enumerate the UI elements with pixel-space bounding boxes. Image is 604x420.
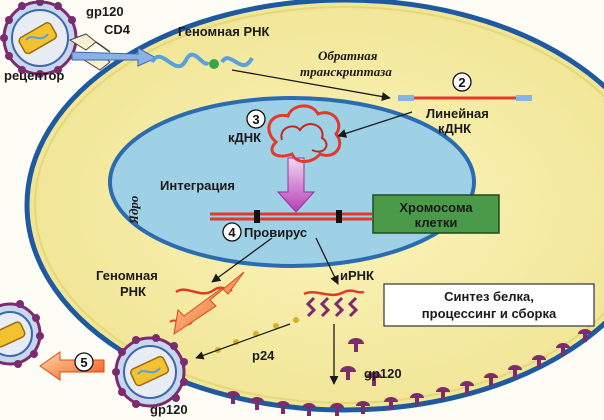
gp120-proteins-membrane xyxy=(226,329,592,416)
label-linear-line1: Линейная xyxy=(426,106,489,121)
linear-cdna-end-right xyxy=(516,95,532,101)
step-3: 3 xyxy=(246,109,266,129)
label-synthesis-line1: Синтез белка, xyxy=(444,289,534,304)
mrna-strand xyxy=(303,289,365,297)
label-chromosome-line1: Хромосома xyxy=(399,200,473,215)
label-genomic-rna-bottom-line2: РНК xyxy=(120,284,146,299)
synthesis-box xyxy=(383,283,595,327)
step-4: 4 xyxy=(222,222,242,242)
circular-cdna-inner xyxy=(280,123,328,153)
label-genomic-rna-bottom-line1: Геномная xyxy=(96,268,158,283)
integration-mark-left xyxy=(254,210,260,223)
label-chromosome-line2: клетки xyxy=(415,215,458,230)
gp120-proteins-cytoplasm xyxy=(340,338,382,386)
arrow-to-linear-cdna xyxy=(231,69,391,102)
release-arrow xyxy=(39,351,105,381)
arrow-to-mrna xyxy=(315,237,339,285)
label-linear-line2: кДНК xyxy=(438,121,471,136)
label-reverse-line1: Обратная xyxy=(318,48,378,63)
step-2-number: 2 xyxy=(458,75,465,90)
integration-arrow xyxy=(276,157,316,213)
label-gp120-right: gp120 xyxy=(364,366,402,381)
step-3-number: 3 xyxy=(252,112,259,127)
label-provirus: Провирус xyxy=(244,225,307,240)
label-mrna: иРНК xyxy=(340,268,374,283)
assembly-arrow xyxy=(173,271,245,336)
label-cd4: CD4 xyxy=(104,22,131,37)
arrow-to-cdna xyxy=(337,111,413,138)
ribosomes xyxy=(305,296,359,318)
label-gp120-top: gp120 xyxy=(86,4,124,19)
label-integration: Интеграция xyxy=(160,178,235,193)
label-genomic-rna-top: Геномная РНК xyxy=(178,24,270,39)
arrow-to-genomic-rna xyxy=(211,237,273,283)
linear-cdna-end-left xyxy=(398,95,414,101)
label-reverse-line2: транскриптаза xyxy=(300,64,392,79)
label-nucleus: Ядро xyxy=(126,195,141,225)
p24-particles xyxy=(215,317,299,353)
label-p24: p24 xyxy=(252,348,275,363)
arrow-p24 xyxy=(195,323,291,360)
label-cdna: кДНК xyxy=(228,130,261,145)
chromosome-box xyxy=(372,194,500,234)
reverse-transcriptase-enzyme xyxy=(209,59,219,69)
label-synthesis-line2: процессинг и сборка xyxy=(422,306,557,321)
entry-arrow xyxy=(71,47,158,67)
step-2: 2 xyxy=(452,72,472,92)
step-5-number: 5 xyxy=(80,355,87,370)
label-receptor: рецептор xyxy=(4,68,64,83)
virus-particle-budding xyxy=(112,334,188,408)
label-gp120-bottom: gp120 xyxy=(150,402,188,417)
genomic-rna-strand-1 xyxy=(150,52,210,69)
genomic-rna-strand-2 xyxy=(220,56,254,67)
circular-cdna xyxy=(267,104,342,163)
virus-particle-released xyxy=(0,300,44,368)
cell-inner-rim xyxy=(34,6,604,404)
integration-mark-right xyxy=(336,210,342,223)
step-4-number: 4 xyxy=(228,225,236,240)
step-5: 5 xyxy=(74,352,94,372)
